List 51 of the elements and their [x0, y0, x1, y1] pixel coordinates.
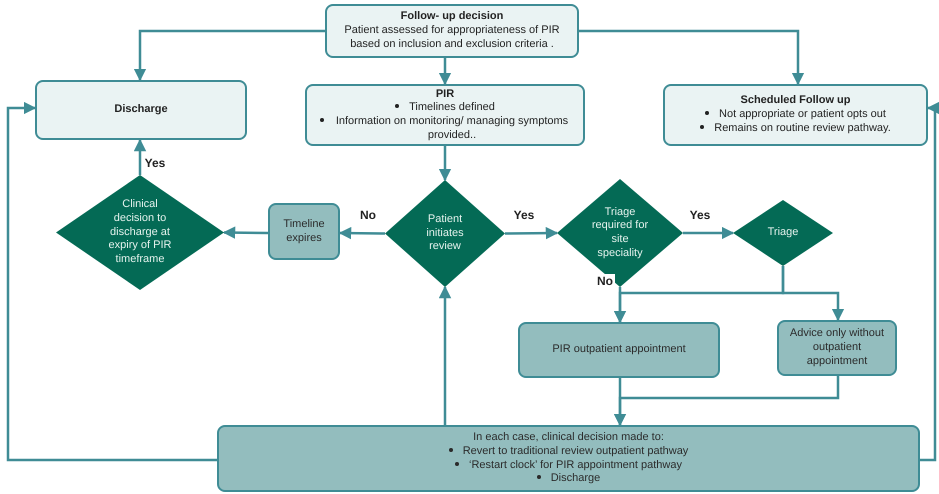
process-box — [663, 84, 928, 146]
node-text: Follow- up decision — [400, 10, 504, 24]
arrow — [438, 286, 452, 425]
node-text: Discharge — [113, 103, 169, 117]
node-text: PIR outpatient appointment — [551, 343, 687, 357]
decision-diamond — [557, 179, 683, 287]
arrow — [134, 138, 146, 175]
node-text: Timelines defined — [409, 101, 495, 115]
process-box — [305, 84, 585, 146]
arrow — [614, 376, 840, 426]
process-box — [325, 4, 579, 58]
node-text: Discharge — [550, 472, 600, 486]
node-text: Advice only without outpatient appointment — [788, 327, 886, 369]
node-text: PIR — [434, 88, 456, 102]
edge-label: Yes — [688, 208, 712, 222]
node-text: Timeline expires — [282, 218, 326, 246]
process-box — [518, 322, 720, 378]
node-text: Patient initiates review — [425, 212, 465, 254]
node-text: Information on monitoring/ managing symptoms provided.. — [334, 115, 570, 142]
node-text: Triage required for site speciality — [590, 206, 650, 260]
arrow — [782, 266, 844, 322]
node-text: In each case, clinical decision made to: — [472, 431, 665, 445]
node-text: Not appropriate or patient opts out — [719, 108, 886, 122]
edge-label: No — [358, 208, 378, 222]
arrow — [338, 226, 386, 240]
node-text: Remains on routine review pathway. — [714, 122, 891, 136]
edge-label: Yes — [512, 208, 536, 222]
arrow — [438, 146, 452, 182]
edge-label: Yes — [142, 156, 168, 170]
edge-label: No — [595, 274, 615, 288]
node-text: Patient assessed for appropriateness of PIR based on inclusion and exclusion criteria . — [343, 24, 561, 52]
arrow — [134, 30, 325, 82]
arrow — [579, 30, 804, 86]
arrow — [6, 102, 217, 462]
arrow — [504, 226, 558, 240]
node-text: Clinical decision to discharge at expiry of PIR timeframe — [108, 198, 172, 267]
process-box — [777, 320, 897, 376]
decision-diamond — [385, 180, 505, 287]
arrow — [920, 102, 939, 462]
node-text: Revert to traditional review outpatient pathway — [462, 444, 688, 458]
decision-diamond — [56, 175, 224, 290]
decision-diamond — [733, 200, 833, 266]
process-box — [217, 425, 920, 492]
node-text: Scheduled Follow up — [740, 94, 852, 108]
node-text: ‘Restart clock’ for PIR appointment pathway — [469, 458, 682, 472]
arrow — [683, 226, 734, 240]
arrow — [222, 226, 268, 239]
node-text: Triage — [766, 226, 800, 240]
arrow — [438, 58, 452, 86]
process-box — [35, 80, 247, 140]
process-box — [268, 203, 340, 260]
